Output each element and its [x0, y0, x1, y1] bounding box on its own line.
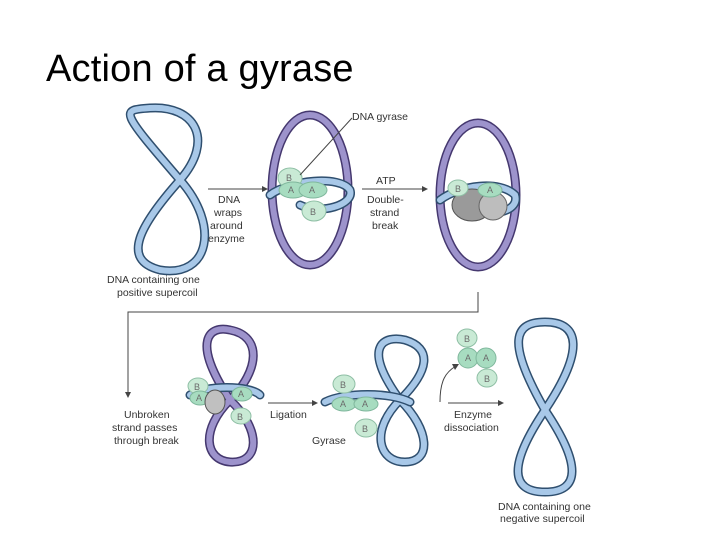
subunit-a-label: A	[340, 399, 346, 409]
subunit-a-label: A	[288, 185, 294, 195]
arrow-step2-head	[422, 186, 428, 192]
step1-line3: around	[210, 220, 243, 232]
free-gyrase-enzyme	[456, 328, 498, 388]
arrow-step4-head	[312, 400, 318, 406]
subunit-a-label: A	[309, 185, 315, 195]
subunit-b-label: B	[464, 334, 470, 344]
step1-line2: wraps	[213, 207, 242, 219]
dna-figure-eight-negative	[513, 317, 578, 497]
subunit-a-label: A	[483, 353, 489, 363]
subunit-b-label: B	[484, 374, 490, 384]
subunit-b-label: B	[340, 380, 346, 390]
enzyme-label: DNA gyrase	[352, 111, 408, 123]
gyrase-enzyme-3	[187, 377, 253, 425]
dna-figure-eight-positive	[125, 103, 210, 276]
subunit-b-label: B	[237, 412, 243, 422]
step5-line1: Enzyme	[454, 409, 492, 421]
arrow-enzyme-release	[439, 365, 457, 403]
start-caption-line2: positive supercoil	[117, 287, 198, 299]
start-caption-line1: DNA containing one	[107, 274, 200, 286]
step4-label: Ligation	[270, 409, 307, 421]
slide-title: Action of a gyrase	[46, 48, 354, 90]
gyrase-label: Gyrase	[312, 435, 346, 447]
gyrase-enzyme-1	[277, 167, 328, 222]
step3-line3: through break	[114, 435, 180, 447]
subunit-b-label: B	[455, 184, 461, 194]
step3-line2: strand passes	[112, 422, 177, 434]
enzyme-pointer	[299, 117, 353, 176]
arrow-step1-head	[262, 186, 268, 192]
step5-line2: dissociation	[444, 422, 499, 434]
dna-strand-passing	[185, 324, 265, 467]
step2-line1: ATP	[376, 175, 396, 187]
arrow-dissociation-head	[498, 400, 504, 406]
subunit-a-label: A	[362, 399, 368, 409]
step2-line4: break	[372, 220, 399, 232]
subunit-a-label: A	[465, 353, 471, 363]
gyrase-enzyme-4	[331, 374, 379, 438]
step1-line1: DNA	[218, 194, 240, 206]
step2-line3: strand	[370, 207, 399, 219]
row-connector-head	[125, 392, 131, 398]
subunit-a-label: A	[487, 185, 493, 195]
end-caption-line1: DNA containing one	[498, 501, 591, 513]
arrow-enzyme-release-head	[452, 364, 459, 370]
subunit-b-label: B	[362, 424, 368, 434]
subunit-b-label: B	[310, 207, 316, 217]
gyrase-enzyme-2	[447, 179, 508, 222]
step3-line1: Unbroken	[124, 409, 170, 421]
step2-line2: Double-	[367, 194, 404, 206]
subunit-a-label: A	[238, 389, 244, 399]
subunit-b-label: B	[194, 382, 200, 392]
step1-line4: enzyme	[208, 233, 245, 245]
end-caption-line2: negative supercoil	[500, 513, 585, 525]
subunit-a-label: A	[196, 393, 202, 403]
subunit-b-label: B	[286, 173, 292, 183]
row-connector	[127, 292, 479, 392]
dna-ligated	[320, 334, 429, 467]
